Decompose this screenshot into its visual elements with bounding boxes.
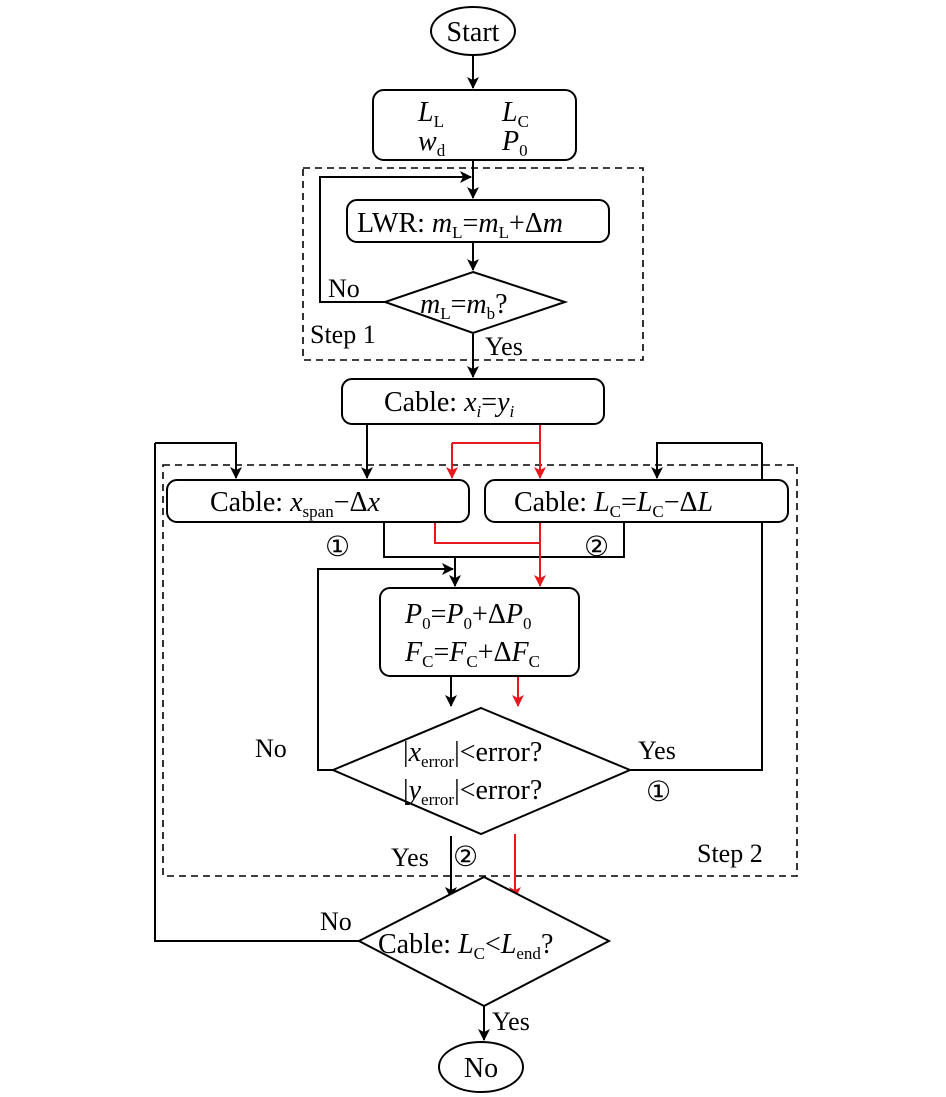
decision2-y: |yerror|<error? xyxy=(403,775,542,809)
loop-no-outer xyxy=(154,443,359,942)
label-step1: Step 1 xyxy=(310,320,376,349)
loop-no-step1 xyxy=(319,171,472,303)
decision3-node: Cable: LC<Lend? xyxy=(356,875,612,1008)
param-LL: LL xyxy=(417,97,444,131)
label-yes-step2: Yes xyxy=(638,736,676,765)
loop-no-step2 xyxy=(317,563,454,771)
lwr-label: LWR: mL=mL+Δm xyxy=(357,208,563,242)
label-yes-bottom: Yes xyxy=(391,843,429,872)
arrow-yes-to-cable-lc xyxy=(630,443,763,771)
update-fc: FC=FC+ΔFC xyxy=(404,637,540,671)
label-no-step1: No xyxy=(328,274,360,303)
cable-lc-node: Cable: LC=LC−ΔL xyxy=(484,479,789,523)
params-node: LL LC wd P0 xyxy=(372,89,577,161)
label-circle2-right: ② xyxy=(584,532,609,563)
decision2-node: |xerror|<error? |yerror|<error? xyxy=(330,706,633,836)
label-yes-final: Yes xyxy=(492,1007,530,1036)
cable-xy-node: Cable: xi=yi xyxy=(341,378,605,425)
step2-frame xyxy=(162,464,798,877)
arrow-outer-left xyxy=(155,442,242,479)
cable-xy-label: Cable: xi=yi xyxy=(384,387,515,421)
label-circle1-left: ① xyxy=(325,532,350,563)
cable-span-label: Cable: xspan−Δx xyxy=(210,487,381,521)
decision1-node: mL=mb? xyxy=(381,270,569,335)
end-node: No xyxy=(438,1041,524,1093)
param-P0: P0 xyxy=(501,126,528,160)
arrow-outer-right xyxy=(651,442,762,479)
label-no-step2: No xyxy=(255,734,287,763)
red-merge-line xyxy=(434,522,540,544)
decision2-x: |xerror|<error? xyxy=(403,737,542,771)
red-path-from-cable-xy xyxy=(452,424,541,444)
label-step2: Step 2 xyxy=(697,839,763,868)
param-LC: LC xyxy=(501,97,529,131)
start-label: Start xyxy=(447,17,500,48)
edge-labels: No Step 1 Yes ① ② No Yes ① Yes ② Step 2 … xyxy=(255,274,763,1036)
update-node: P0=P0+ΔP0 FC=FC+ΔFC xyxy=(379,587,580,677)
label-circle2-bottom: ② xyxy=(453,842,478,873)
param-wd: wd xyxy=(418,126,446,160)
cable-lc-label: Cable: LC=LC−ΔL xyxy=(514,487,713,521)
end-label: No xyxy=(464,1053,498,1084)
decision1-label: mL=mb? xyxy=(420,289,508,323)
black-connectors xyxy=(154,55,763,1041)
decision3-label: Cable: LC<Lend? xyxy=(378,929,553,963)
update-p0: P0=P0+ΔP0 xyxy=(404,599,531,633)
label-no-outer: No xyxy=(320,907,352,936)
merge-line-black xyxy=(383,522,625,558)
start-node: Start xyxy=(430,6,516,56)
label-circle1-yes: ① xyxy=(646,777,671,808)
red-connectors xyxy=(434,424,546,899)
lwr-node: LWR: mL=mL+Δm xyxy=(346,199,610,243)
label-yes-step1: Yes xyxy=(485,332,523,361)
cable-span-node: Cable: xspan−Δx xyxy=(166,479,470,523)
